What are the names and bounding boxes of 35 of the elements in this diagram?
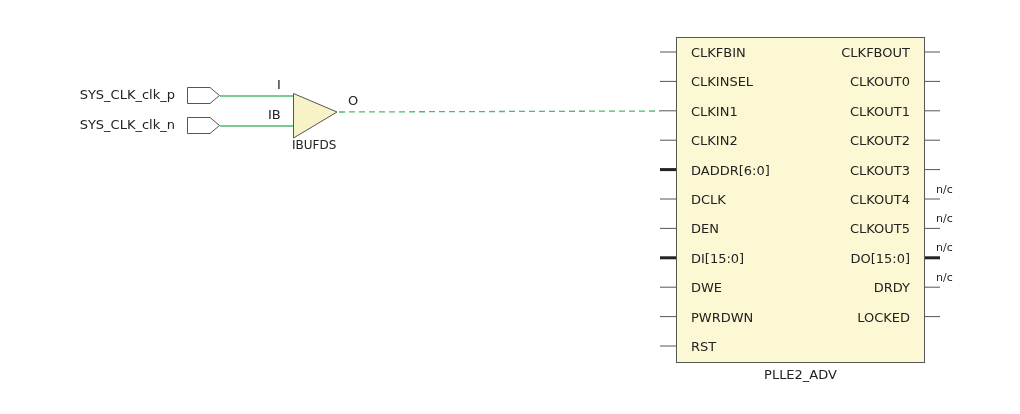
pin-name: O xyxy=(348,93,359,108)
pin-label: DCLK xyxy=(691,192,726,207)
pin-label: CLKINSEL xyxy=(691,74,754,90)
pin-label: DWE xyxy=(691,280,723,296)
pin-label: CLKFBIN xyxy=(691,45,746,60)
no-connect-label: n/c xyxy=(936,240,953,255)
pin-label: RST xyxy=(691,339,717,354)
cell-name: IBUFDS xyxy=(292,138,337,153)
pin-label: CLKIN1 xyxy=(691,103,738,119)
pin-label: DI[15:0] xyxy=(691,250,745,266)
port-label: SYS_CLK_clk_n xyxy=(79,117,175,132)
pin-label: DEN xyxy=(691,221,719,237)
pin-label: CLKIN2 xyxy=(691,133,738,149)
pin-label: PWRDWN xyxy=(691,309,754,325)
pin-label: CLKOUT1 xyxy=(849,103,910,119)
no-connect-label: n/c xyxy=(936,211,953,226)
pin-label: CLKOUT2 xyxy=(849,133,910,149)
pin-label: CLKOUT5 xyxy=(849,221,910,237)
wire xyxy=(219,125,294,127)
pin-name: I xyxy=(277,77,281,92)
wire xyxy=(219,95,294,97)
pin-label: CLKOUT0 xyxy=(849,74,910,90)
cell-name: PLLE2_ADV xyxy=(763,367,838,382)
port-label: SYS_CLK_clk_p xyxy=(79,87,175,102)
pin-label: CLKFBOUT xyxy=(841,45,910,60)
wire xyxy=(338,110,661,113)
no-connect-label: n/c xyxy=(936,182,953,197)
pin-label: DO[15:0] xyxy=(850,250,910,266)
pin-label: CLKOUT3 xyxy=(849,162,910,178)
pin-label: DADDR[6:0] xyxy=(691,162,770,178)
pin-label: DRDY xyxy=(873,280,910,296)
no-connect-label: n/c xyxy=(936,270,953,285)
pin-label: LOCKED xyxy=(857,309,910,325)
pin-name: IB xyxy=(268,107,281,122)
pin-label: CLKOUT4 xyxy=(849,192,910,207)
